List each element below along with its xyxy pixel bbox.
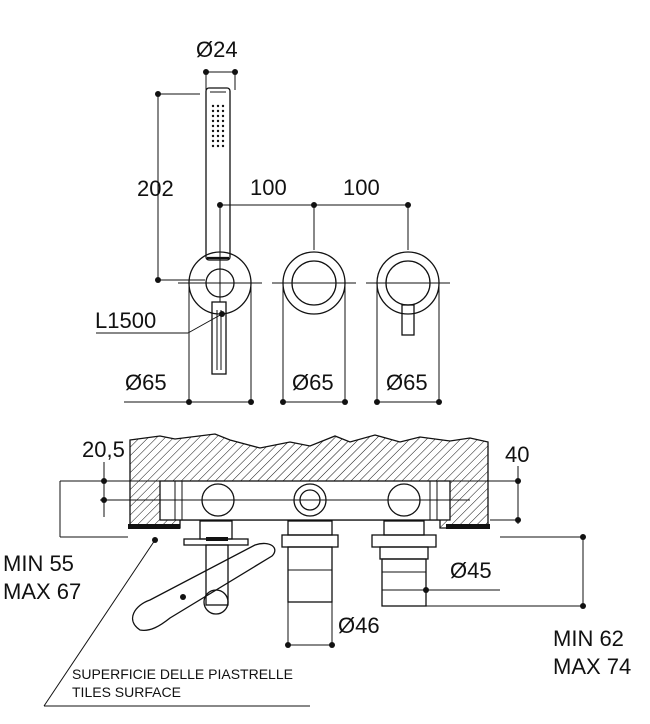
- handshower-diameter-dimension: Ø24: [196, 37, 238, 90]
- rosette-diameter-dimensions: Ø65 Ø65 Ø65: [124, 283, 442, 405]
- tiles-surface-label-en: TILES SURFACE: [72, 684, 181, 700]
- right-valve-section: [371, 520, 437, 607]
- wall-depth-dimension: 40: [450, 442, 529, 524]
- wall-depth-label: 40: [505, 442, 529, 467]
- left-min-label: MIN 55: [3, 551, 74, 576]
- handshower-height-dimension: 202: [137, 91, 205, 283]
- rosette-1-diameter-label: Ø65: [125, 370, 167, 395]
- spacing-dimension: 100 100: [217, 175, 411, 250]
- hose-length-annotation: L1500: [95, 308, 225, 334]
- spacing-1-label: 100: [250, 175, 287, 200]
- middle-diameter-label: Ø46: [338, 613, 380, 638]
- offset-label: 20,5: [82, 437, 125, 462]
- top-view: Ø24 202: [95, 37, 450, 405]
- rosette-3: [366, 251, 450, 336]
- handshower-diameter-label: Ø24: [196, 37, 238, 62]
- handshower-height-label: 202: [137, 176, 174, 201]
- rosette-2-diameter-label: Ø65: [292, 370, 334, 395]
- tile-surface-left: [128, 524, 180, 529]
- right-range-dimension: MIN 62 MAX 74: [426, 534, 631, 679]
- right-max-label: MAX 74: [553, 654, 631, 679]
- right-min-label: MIN 62: [553, 626, 624, 651]
- left-max-label: MAX 67: [3, 579, 81, 604]
- left-range-dimension: MIN 55 MAX 67: [3, 480, 160, 604]
- handshower-holder-section: [131, 520, 276, 632]
- middle-valve-section: [281, 520, 339, 645]
- middle-diameter-dimension: Ø46: [285, 613, 380, 648]
- body-diameter-label: Ø45: [450, 558, 492, 583]
- hand-shower: [205, 87, 231, 375]
- rosette-3-diameter-label: Ø65: [386, 370, 428, 395]
- hose-length-label: L1500: [95, 308, 156, 333]
- body-diameter-dimension: Ø45: [423, 558, 500, 593]
- offset-dimension: 20,5: [82, 437, 160, 517]
- valve-ports: [201, 483, 421, 517]
- section-view: 20,5 40 MIN 55 MAX 67 Ø45: [3, 433, 631, 707]
- rosette-2: [272, 251, 356, 315]
- tile-surface-right: [446, 524, 490, 529]
- tiles-surface-annotation: SUPERFICIE DELLE PIASTRELLE TILES SURFAC…: [43, 537, 310, 707]
- rosette-1: [178, 240, 262, 315]
- spacing-2-label: 100: [343, 175, 380, 200]
- tiles-surface-label-it: SUPERFICIE DELLE PIASTRELLE: [72, 666, 293, 682]
